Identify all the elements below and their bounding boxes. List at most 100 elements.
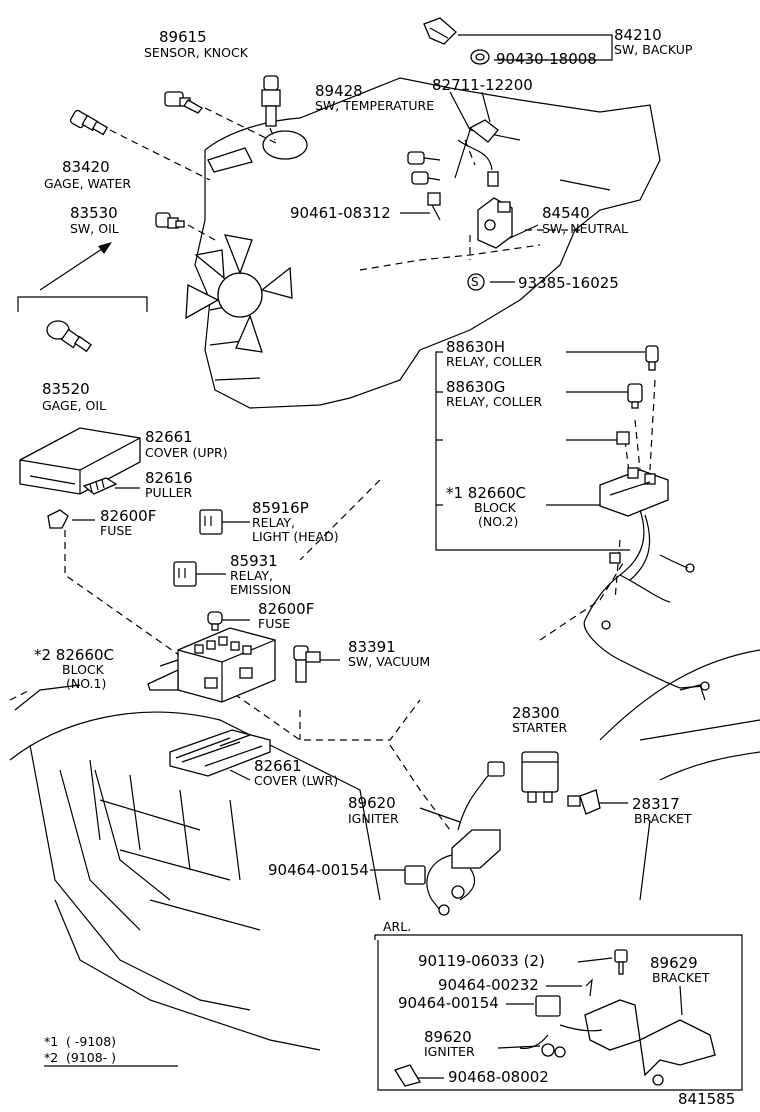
part-number-85931: 85931: [230, 552, 278, 570]
part-name-83391: SW, VACUUM: [348, 654, 430, 669]
cover-upper: [19, 427, 141, 495]
sw-backup: [423, 17, 490, 65]
part-name-82661-lower: COVER (LWR): [254, 773, 338, 788]
sensor-knock: [164, 91, 203, 114]
part-number-88630h: 88630H: [446, 338, 505, 356]
gage-oil: [46, 320, 92, 353]
arl-part-number-89620: 89620: [424, 1028, 472, 1046]
part-sub-82660c-no2: (NO.2): [478, 514, 518, 529]
part-name-83420: GAGE, WATER: [44, 176, 131, 191]
engine-outline: [185, 77, 661, 409]
part-number-83530: 83530: [70, 204, 118, 222]
part-number-82600f-lower: 82600F: [258, 600, 314, 618]
part-name-82660c-no1: BLOCK: [62, 662, 105, 677]
part-name-85931: RELAY,: [230, 568, 273, 583]
s-symbol: S: [467, 273, 485, 291]
part-name-88630h: RELAY, COLLER: [446, 354, 542, 369]
part-number-83420: 83420: [62, 158, 110, 176]
part-sub-82660c-no1: (NO.1): [66, 676, 106, 691]
arl-part-number-90468: 90468-08002: [448, 1068, 549, 1086]
arl-part-number-90119: 90119-06033 (2): [418, 952, 545, 970]
part-name-82600f-upper: FUSE: [100, 523, 132, 538]
part-number-83520: 83520: [42, 380, 90, 398]
vehicle-body: [9, 649, 760, 1051]
part-name-82616: PULLER: [145, 485, 193, 500]
sw-neutral: [477, 197, 513, 249]
part-number-89620: 89620: [348, 794, 396, 812]
footnote-1-mark: *1: [44, 1034, 58, 1049]
part-number-85916p: 85916P: [252, 499, 309, 517]
part-number-28317: 28317: [632, 795, 680, 813]
part-number-84540: 84540: [542, 204, 590, 222]
footnote-2-text: (9108- ): [66, 1050, 116, 1065]
footnote-1-text: ( -9108): [66, 1034, 116, 1049]
part-number-82660c-no1: *2 82660C: [34, 646, 114, 664]
arl-title: ARL.: [383, 919, 411, 934]
labels: 89615 SENSOR, KNOCK 89428 SW, TEMPERATUR…: [34, 26, 735, 1108]
relay-emission: [173, 561, 197, 587]
arl-part-number-89629: 89629: [650, 954, 698, 972]
block-no2: [599, 467, 669, 517]
part-name-89428: SW, TEMPERATURE: [315, 98, 434, 113]
gage-water: [69, 109, 109, 136]
part-number-88630g: 88630G: [446, 378, 505, 396]
part-name-89615: SENSOR, KNOCK: [144, 45, 249, 60]
starter-relay: [521, 751, 559, 803]
part-sub-85916p: LIGHT (HEAD): [252, 529, 339, 544]
fuse-upper: [47, 509, 69, 529]
part-name-82600f-lower: FUSE: [258, 616, 290, 631]
part-number-82661-upper: 82661: [145, 428, 193, 446]
fan: [185, 234, 293, 353]
relay-88630g: [627, 383, 643, 409]
part-number-90461: 90461-08312: [290, 204, 391, 222]
block-no1: [147, 627, 276, 703]
part-name-89620: IGNITER: [348, 811, 399, 826]
igniter-main: [426, 761, 505, 916]
part-name-83530: SW, OIL: [70, 221, 119, 236]
sw-temperature: [261, 75, 281, 127]
puller: [82, 477, 118, 495]
cover-lower: [169, 729, 271, 777]
clip-90464-main: [404, 865, 426, 885]
part-name-28317: BRACKET: [634, 811, 692, 826]
wire-harness: [583, 509, 710, 691]
part-number-84210: 84210: [614, 26, 662, 44]
arl-part-name-89629: BRACKET: [652, 970, 710, 985]
part-number-28300: 28300: [512, 704, 560, 722]
arl-part-number-90464-00154: 90464-00154: [398, 994, 499, 1012]
part-number-82711: 82711-12200: [432, 76, 533, 94]
arl-part-number-90464-00232: 90464-00232: [438, 976, 539, 994]
part-name-84540: SW, NEUTRAL: [542, 221, 628, 236]
part-number-82661-lower: 82661: [254, 757, 302, 775]
part-number-82616: 82616: [145, 469, 193, 487]
part-number-83391: 83391: [348, 638, 396, 656]
part-name-82660c-no2: BLOCK: [474, 500, 517, 515]
part-name-28300: STARTER: [512, 720, 567, 735]
sw-vacuum: [293, 645, 321, 683]
part-sub-85931: EMISSION: [230, 582, 291, 597]
part-name-88630g: RELAY, COLLER: [446, 394, 542, 409]
part-number-89615: 89615: [159, 28, 207, 46]
figure-number: 841585: [678, 1090, 735, 1108]
harness-switch-area: [407, 139, 499, 221]
part-name-82661-upper: COVER (UPR): [145, 445, 228, 460]
sw-oil: [155, 212, 185, 229]
part-name-83520: GAGE, OIL: [42, 398, 106, 413]
part-number-82600f-upper: 82600F: [100, 507, 156, 525]
part-number-93385: 93385-16025: [518, 274, 619, 292]
bracket-28317: [567, 789, 601, 815]
dashed-leaders: [64, 107, 656, 831]
part-name-84210: SW, BACKUP: [614, 42, 693, 57]
fuse-lower: [207, 611, 223, 631]
arl-part-name-89620: IGNITER: [424, 1044, 475, 1059]
part-number-89428: 89428: [315, 82, 363, 100]
solid-leaders: [17, 34, 645, 871]
clamp-82711: [468, 119, 499, 143]
s-symbol-text: S: [471, 275, 479, 289]
relay-small-8202: [616, 431, 630, 445]
arl-box: [374, 934, 743, 1091]
footnote-2-mark: *2: [44, 1050, 58, 1065]
relay-head: [199, 509, 223, 535]
part-name-85916p: RELAY,: [252, 515, 295, 530]
relay-88630h: [645, 345, 659, 371]
